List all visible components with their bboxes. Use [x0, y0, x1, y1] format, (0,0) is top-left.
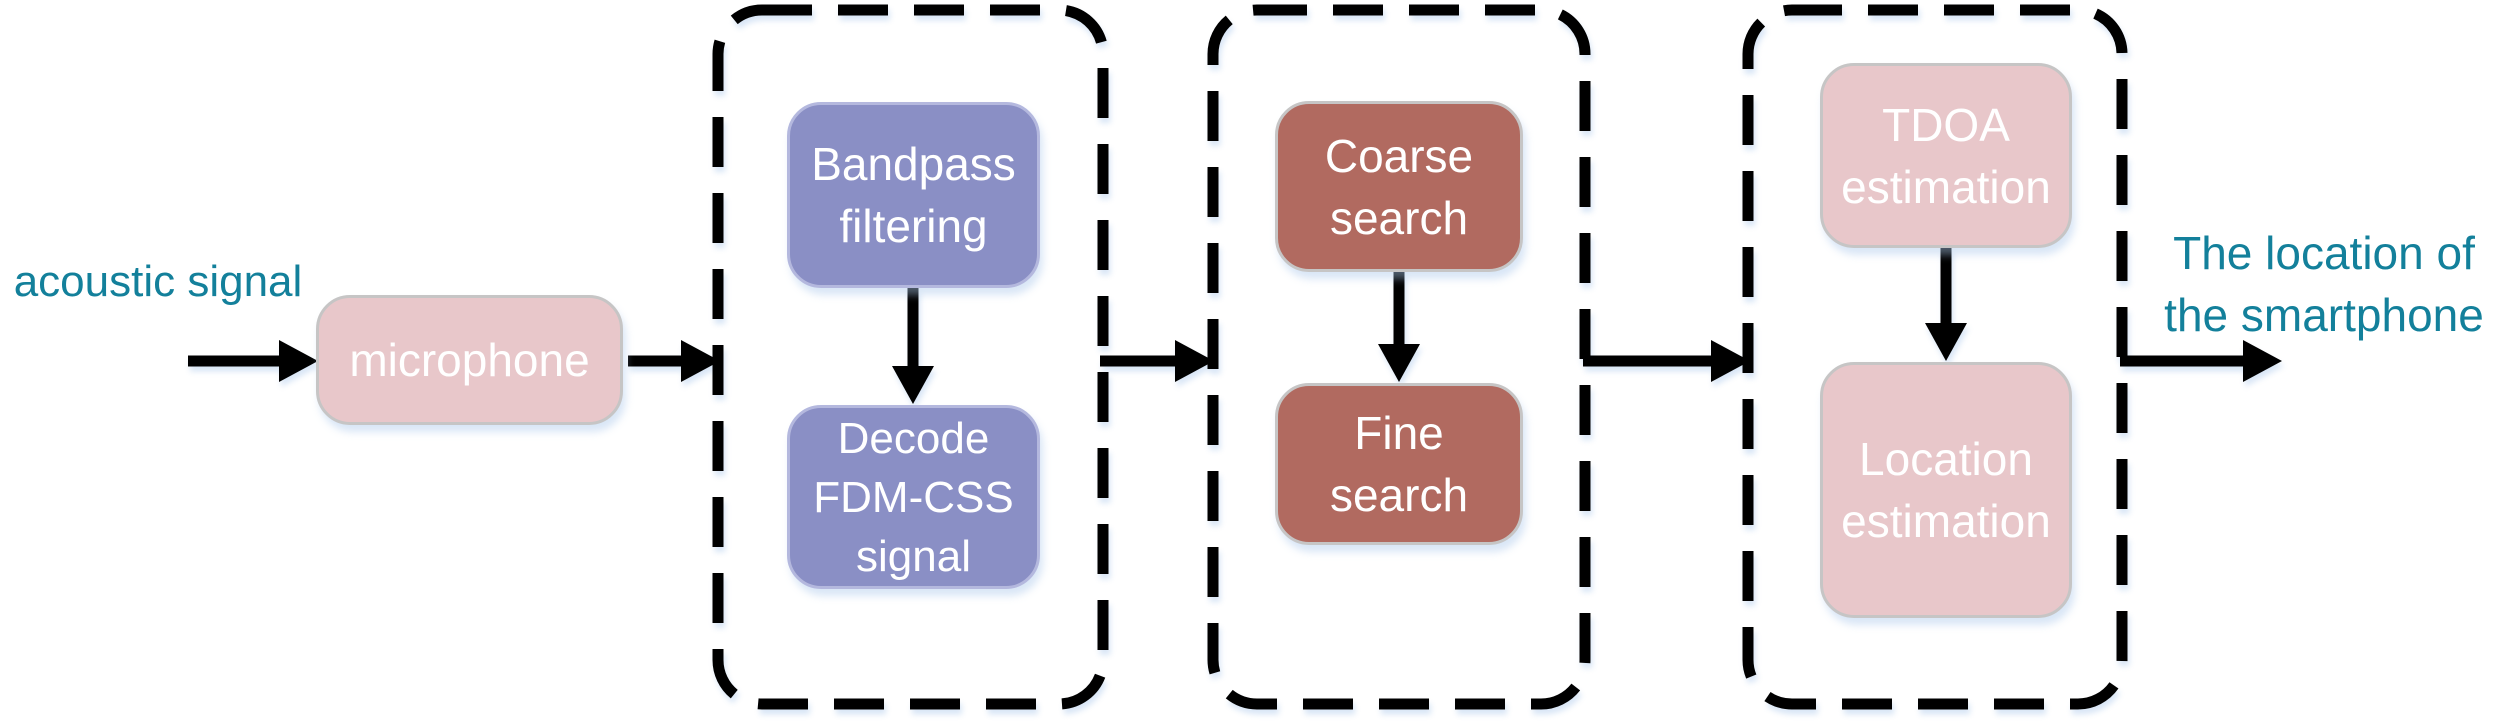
- node-decode-line3: signal: [856, 531, 971, 581]
- output-label-line2: the smartphone: [2164, 289, 2484, 341]
- arrow-microphone-to-decode-stage: [628, 340, 720, 382]
- arrow-decode-stage-to-search-stage: [1100, 340, 1214, 382]
- node-decode-line1: Decode: [837, 413, 990, 463]
- arrow-bandpass-to-decode: [892, 288, 934, 404]
- node-tdoa-line2: estimation: [1841, 160, 2051, 213]
- node-microphone: microphone: [316, 295, 623, 425]
- node-fine-line2: search: [1329, 469, 1469, 521]
- arrow-search-stage-to-localization-stage: [1583, 340, 1750, 382]
- node-location-line1: Location: [1859, 433, 2033, 485]
- group-localization-stage: [1742, 4, 2128, 710]
- node-fine-search: Fine search: [1275, 383, 1523, 545]
- output-label: The location of the smartphone: [2138, 222, 2510, 346]
- node-location-estimation: Location estimation: [1820, 362, 2072, 618]
- node-decode-fdm-css-signal: Decode FDM-CSS signal: [787, 405, 1040, 589]
- node-microphone-label: microphone: [349, 334, 590, 386]
- arrow-coarse-to-fine: [1378, 272, 1420, 382]
- node-decode-line2: FDM-CSS: [813, 472, 1014, 522]
- node-bandpass-line1: Bandpass: [811, 138, 1016, 190]
- node-tdoa-line1: TDOA: [1882, 98, 2010, 151]
- arrow-input-to-microphone: [188, 340, 318, 382]
- node-coarse-search: Coarse search: [1275, 101, 1523, 272]
- output-label-line1: The location of: [2173, 227, 2475, 279]
- node-bandpass-filtering: Bandpass filtering: [787, 102, 1040, 288]
- node-location-line2: estimation: [1841, 495, 2051, 547]
- node-fine-line1: Fine: [1354, 407, 1444, 459]
- group-decode-stage: [712, 4, 1109, 710]
- arrow-localization-stage-to-output: [2120, 340, 2282, 382]
- node-coarse-line2: search: [1329, 191, 1469, 244]
- node-tdoa-estimation: TDOA estimation: [1820, 63, 2072, 248]
- input-label-text: acoustic signal: [13, 257, 303, 306]
- arrow-tdoa-to-location: [1925, 248, 1967, 361]
- node-bandpass-line2: filtering: [839, 200, 988, 252]
- input-label: acoustic signal: [0, 258, 316, 306]
- node-coarse-line1: Coarse: [1324, 129, 1474, 182]
